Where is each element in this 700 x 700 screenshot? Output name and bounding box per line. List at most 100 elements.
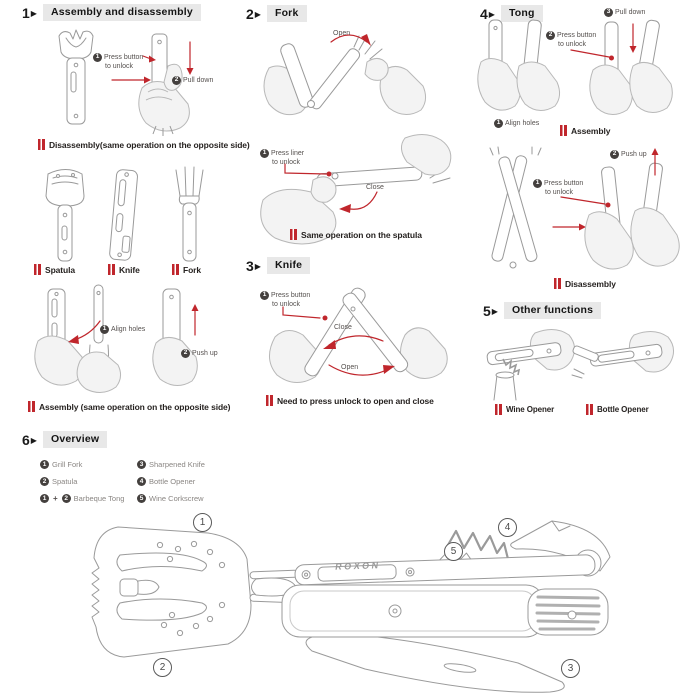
- callout-grill-fork: 1: [193, 513, 212, 532]
- label-fork: Fork: [172, 264, 201, 275]
- step-number-badge: 1: [260, 149, 269, 159]
- step-number-badge: 2: [610, 150, 619, 160]
- label-open: Open: [333, 30, 351, 37]
- step-number-badge: 1: [100, 325, 109, 335]
- plus-sign: +: [53, 494, 58, 503]
- label-close: Close: [366, 184, 384, 191]
- tong-disassembly-illustration: [489, 146, 680, 270]
- caption-tong-assembly: Assembly: [560, 125, 610, 136]
- callout-knife: 3: [561, 659, 580, 678]
- red-bars-icon: [586, 404, 593, 415]
- leader-line: [282, 306, 321, 319]
- section-number: 3: [246, 257, 254, 274]
- legend-number-badge: 5: [137, 494, 146, 503]
- triangle-icon: ▶: [30, 8, 37, 18]
- section-number: 5: [483, 302, 491, 319]
- section-header-fork: 2▶ Fork: [246, 5, 307, 22]
- legend-number-badge: 3: [137, 460, 146, 469]
- tong-head-drawing: [91, 526, 252, 658]
- section-header-other-functions: 5▶ Other functions: [483, 302, 602, 319]
- step-number-badge: 1: [260, 291, 269, 301]
- arrow-up: [651, 148, 659, 176]
- wine-opener-illustration: [486, 329, 575, 401]
- legend-number-badge: 2: [40, 477, 49, 486]
- section-title: Other functions: [503, 302, 602, 319]
- section-number: 1: [22, 4, 30, 21]
- disassembly-illustration: [58, 29, 194, 136]
- arrow-down: [186, 41, 194, 75]
- triangle-icon: ▶: [491, 306, 498, 316]
- grille-cap-drawing: [527, 588, 609, 636]
- arrow-curved: [68, 320, 101, 344]
- caption-disassembly: Disassembly(same operation on the opposi…: [38, 139, 250, 150]
- closed-tool-drawing: [58, 29, 94, 125]
- red-bars-icon: [560, 125, 567, 136]
- legend-number-badge: 2: [61, 494, 71, 503]
- leader-line: [284, 163, 332, 177]
- hand-illustration: [401, 134, 452, 176]
- section-title: Overview: [42, 431, 108, 448]
- arrow-right: [552, 223, 586, 231]
- section-title: Tong: [500, 5, 543, 22]
- legend-number-badge: 4: [137, 477, 146, 486]
- knife-illustration: [269, 287, 448, 383]
- red-bars-icon: [172, 264, 179, 275]
- spatula-drawing: [45, 169, 85, 262]
- label-close: Close: [334, 324, 352, 331]
- caption-wine-opener: Wine Opener: [495, 404, 554, 415]
- fork-open-illustration: [263, 34, 427, 116]
- open-tong-drawing: [489, 146, 542, 269]
- legend-number-badge: 1: [40, 460, 49, 469]
- caption-assembly: Assembly (same operation on the opposite…: [28, 401, 231, 412]
- label-open: Open: [341, 364, 359, 371]
- section-number: 2: [246, 5, 254, 22]
- red-bars-icon: [266, 395, 273, 406]
- step-number-badge: 3: [604, 8, 613, 18]
- hand-illustration: [138, 81, 190, 132]
- leader-line: [142, 55, 156, 63]
- section-number: 6: [22, 431, 30, 448]
- red-bars-icon: [108, 264, 115, 275]
- fork-drawing: [175, 166, 204, 262]
- arrow-down: [629, 23, 637, 53]
- section-number: 4: [480, 5, 488, 22]
- step-number-badge: 2: [181, 349, 190, 359]
- arrow-close-curved: [323, 335, 384, 349]
- hand-illustration: [584, 211, 634, 270]
- hand-illustration: [34, 335, 84, 386]
- triangle-icon: ▶: [254, 261, 261, 271]
- section-title: Knife: [266, 257, 311, 274]
- caption-bottle-opener: Bottle Opener: [586, 404, 649, 415]
- callout-spatula: 2: [153, 658, 172, 677]
- fork-close-illustration: [260, 134, 452, 245]
- handle-drawing: [281, 584, 545, 638]
- bottle-opener-illustration: [571, 331, 674, 379]
- caption-tong-disassembly: Disassembly: [554, 278, 616, 289]
- section-header-assembly: 1▶ Assembly and disassembly: [22, 4, 201, 21]
- triangle-icon: ▶: [488, 9, 495, 19]
- section-title: Assembly and disassembly: [42, 4, 201, 21]
- red-bars-icon: [38, 139, 45, 150]
- callout-bottle-opener: 4: [498, 518, 517, 537]
- caption-knife-note: Need to press unlock to open and close: [266, 395, 434, 406]
- step-number-badge: 1: [494, 119, 503, 129]
- section-title: Fork: [266, 5, 307, 22]
- section-header-knife: 3▶ Knife: [246, 257, 311, 274]
- label-spatula: Spatula: [34, 264, 75, 275]
- arrow-close-curved: [339, 191, 378, 213]
- step-number-badge: 1: [93, 53, 102, 63]
